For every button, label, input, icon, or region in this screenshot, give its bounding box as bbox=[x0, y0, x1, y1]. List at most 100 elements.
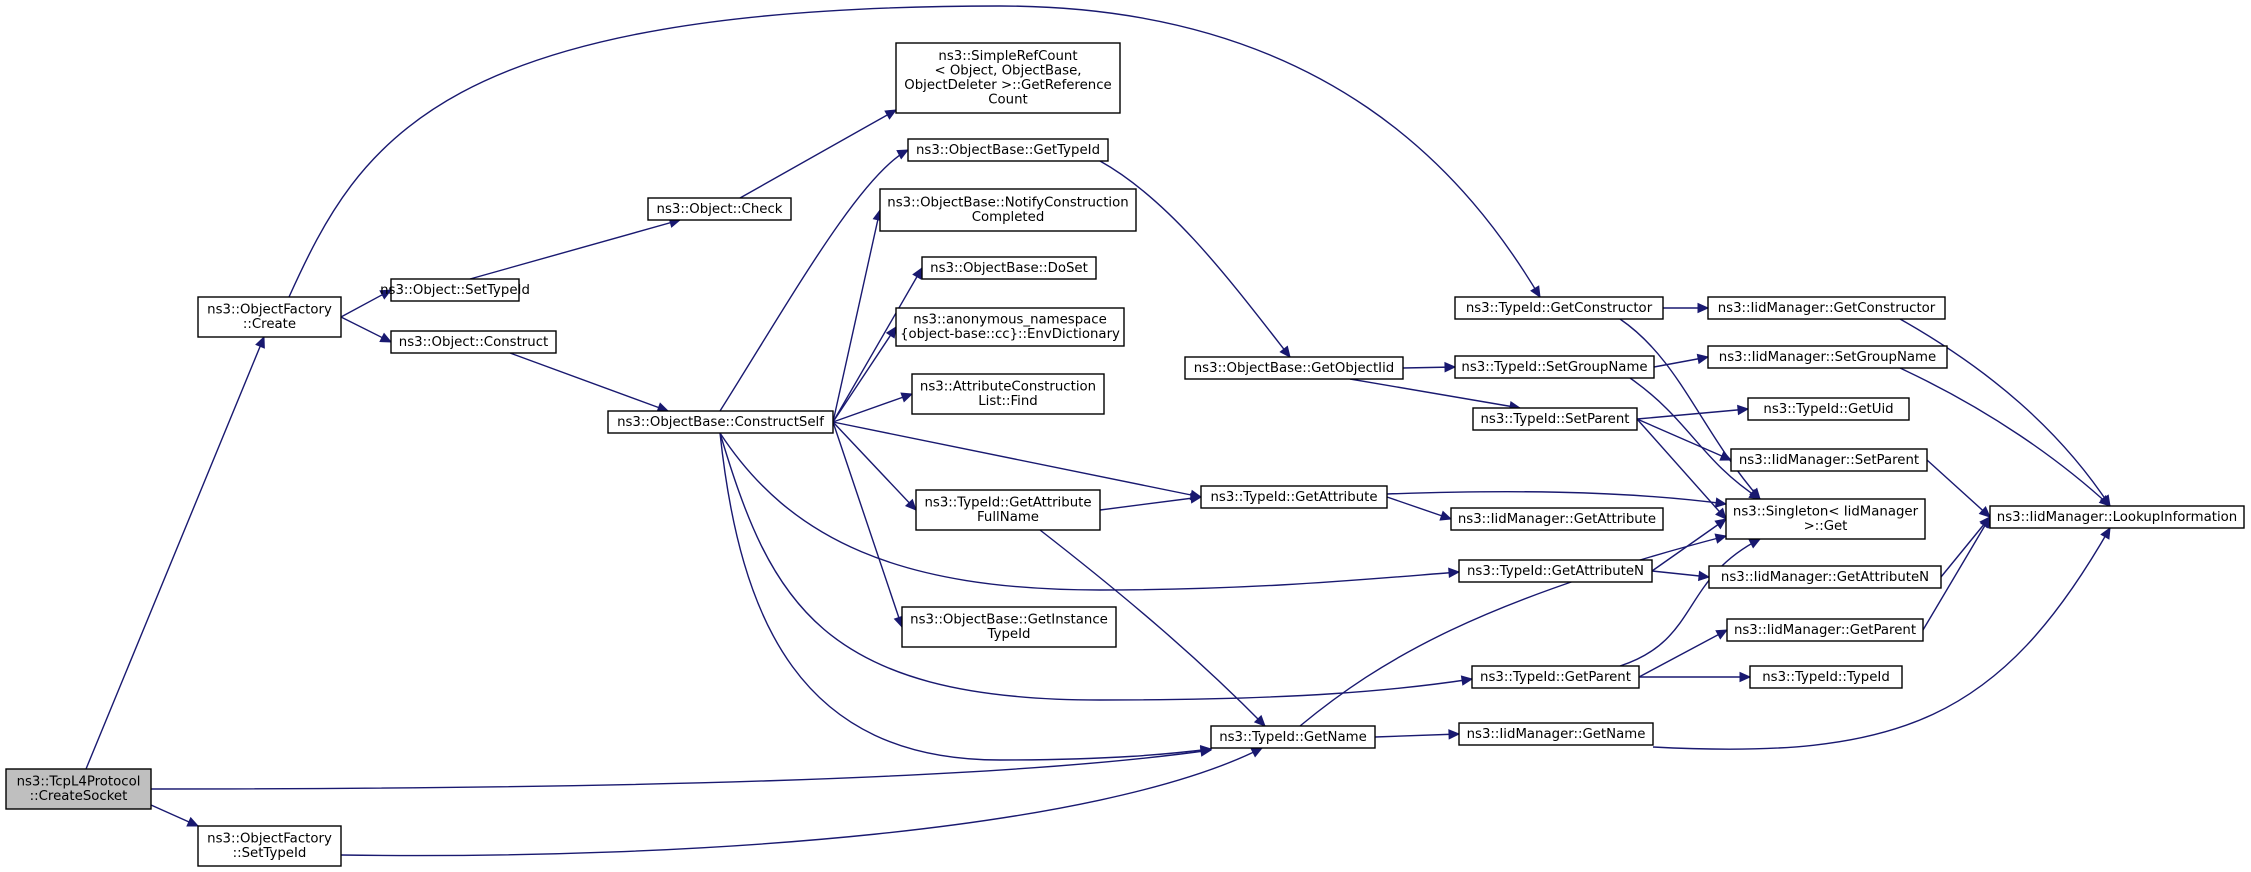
edge-arrowhead bbox=[1448, 729, 1461, 740]
graph-node-tid-getuid[interactable]: ns3::TypeId::GetUid bbox=[1747, 397, 1910, 421]
node-label-line: Completed bbox=[972, 210, 1045, 225]
node-label-line: ns3::Object::Construct bbox=[399, 335, 548, 350]
graph-node-object-settypeid[interactable]: ns3::Object::SetTypeId bbox=[380, 278, 530, 302]
graph-node-tid-getname[interactable]: ns3::TypeId::GetName bbox=[1210, 725, 1376, 749]
edge-arrowhead bbox=[1739, 671, 1752, 683]
edge-arrowhead bbox=[1714, 518, 1727, 530]
node-box bbox=[197, 296, 342, 338]
graph-node-object-construct[interactable]: ns3::Object::Construct bbox=[390, 330, 557, 354]
node-label-line: ns3::TypeId::GetAttributeN bbox=[1467, 564, 1644, 579]
graph-node-tid-getattribute[interactable]: ns3::TypeId::GetAttribute bbox=[1200, 485, 1388, 509]
edge-arrowhead bbox=[1737, 404, 1750, 416]
node-box bbox=[915, 489, 1101, 531]
graph-node-tid-setgroupname[interactable]: ns3::TypeId::SetGroupName bbox=[1454, 355, 1655, 379]
node-box bbox=[1725, 498, 1926, 540]
graph-node-tid-getattributen[interactable]: ns3::TypeId::GetAttributeN bbox=[1458, 559, 1653, 583]
graph-node-factory-settypeid[interactable]: ns3::ObjectFactory::SetTypeId bbox=[197, 825, 342, 867]
call-edge bbox=[1099, 496, 1202, 511]
node-box bbox=[1471, 665, 1640, 689]
graph-node-iid-setgroupname[interactable]: ns3::IidManager::SetGroupName bbox=[1707, 345, 1948, 369]
edge-arrowhead bbox=[896, 149, 910, 160]
call-edge bbox=[1922, 516, 1991, 631]
edge-arrowhead bbox=[1697, 302, 1710, 314]
edge-arrowhead bbox=[1696, 353, 1710, 365]
node-label-line: ns3::ObjectBase::DoSet bbox=[930, 261, 1088, 276]
node-box bbox=[1472, 407, 1638, 431]
node-box bbox=[879, 188, 1137, 232]
call-edge bbox=[1619, 538, 1761, 667]
call-edge bbox=[832, 326, 897, 423]
call-edge bbox=[1636, 418, 1732, 461]
graph-node-create-socket[interactable]: ns3::TcpL4Protocol::CreateSocket bbox=[5, 768, 152, 810]
graph-node-iid-getattributen[interactable]: ns3::IidManager::GetAttributeN bbox=[1708, 565, 1942, 589]
node-label-line: List::Find bbox=[978, 394, 1037, 409]
node-label-line: ns3::TypeId::GetAttribute bbox=[924, 496, 1091, 511]
call-edge bbox=[832, 421, 903, 628]
node-label-line: ns3::TypeId::GetName bbox=[1219, 730, 1367, 745]
graph-node-ob-doset[interactable]: ns3::ObjectBase::DoSet bbox=[921, 256, 1097, 280]
graph-node-ob-notify[interactable]: ns3::ObjectBase::NotifyConstructionCompl… bbox=[879, 188, 1137, 232]
graph-node-iid-lookup[interactable]: ns3::IidManager::LookupInformation bbox=[1989, 505, 2245, 529]
node-label-line: ::CreateSocket bbox=[30, 789, 128, 804]
node-box bbox=[1707, 296, 1946, 320]
node-label-line: ns3::IidManager::SetParent bbox=[1739, 453, 1919, 468]
graph-node-ob-constructself[interactable]: ns3::ObjectBase::ConstructSelf bbox=[607, 410, 834, 434]
call-edge bbox=[719, 432, 1473, 701]
call-edge bbox=[1652, 527, 2111, 750]
graph-node-object-check[interactable]: ns3::Object::Check bbox=[647, 197, 792, 221]
node-box bbox=[607, 410, 834, 434]
graph-node-tid-getconstructor[interactable]: ns3::TypeId::GetConstructor bbox=[1454, 296, 1664, 320]
graph-node-tid-getparent[interactable]: ns3::TypeId::GetParent bbox=[1471, 665, 1640, 689]
graph-node-tid-typeid[interactable]: ns3::TypeId::TypeId bbox=[1749, 665, 1903, 689]
graph-node-envdict[interactable]: ns3::anonymous_namespace{object-base::cc… bbox=[895, 307, 1125, 347]
graph-node-factory-create[interactable]: ns3::ObjectFactory::Create bbox=[197, 296, 342, 338]
edges-layer bbox=[85, 5, 2111, 857]
node-label-line: ns3::SimpleRefCount bbox=[938, 49, 1077, 64]
call-edge bbox=[1899, 318, 2111, 507]
graph-node-iid-getname[interactable]: ns3::IidManager::GetName bbox=[1458, 722, 1654, 746]
graph-node-iid-getattribute[interactable]: ns3::IidManager::GetAttribute bbox=[1450, 507, 1664, 531]
graph-node-ob-gettypeid[interactable]: ns3::ObjectBase::GetTypeId bbox=[907, 138, 1109, 162]
graph-node-singleton-get[interactable]: ns3::Singleton< IidManager>::Get bbox=[1725, 498, 1926, 540]
node-box bbox=[901, 606, 1117, 648]
node-label-line: ns3::AttributeConstruction bbox=[920, 380, 1096, 395]
node-box bbox=[1707, 345, 1948, 369]
node-label-line: ns3::ObjectBase::ConstructSelf bbox=[617, 415, 824, 430]
call-edge bbox=[739, 109, 897, 199]
edge-arrowhead bbox=[1714, 533, 1728, 544]
node-box bbox=[647, 197, 792, 221]
node-box bbox=[1454, 355, 1655, 379]
edge-arrowhead bbox=[884, 109, 898, 120]
node-label-line: FullName bbox=[977, 510, 1039, 525]
graph-node-iid-getparent[interactable]: ns3::IidManager::GetParent bbox=[1726, 618, 1924, 642]
graph-node-iid-setparent[interactable]: ns3::IidManager::SetParent bbox=[1730, 448, 1928, 472]
node-label-line: ns3::IidManager::GetName bbox=[1467, 727, 1646, 742]
graph-node-tid-setparent[interactable]: ns3::TypeId::SetParent bbox=[1472, 407, 1638, 431]
call-edge bbox=[832, 209, 881, 423]
node-label-line: >::Get bbox=[1804, 519, 1848, 534]
call-edge bbox=[85, 336, 265, 770]
node-label-line: ns3::ObjectFactory bbox=[207, 303, 332, 318]
node-box bbox=[390, 278, 520, 302]
node-label-line: ns3::TypeId::SetGroupName bbox=[1461, 360, 1647, 375]
node-label-line: ns3::IidManager::SetGroupName bbox=[1719, 350, 1936, 365]
edge-arrowhead bbox=[1978, 506, 1991, 518]
node-label-line: ns3::TypeId::GetAttribute bbox=[1210, 490, 1377, 505]
edge-arrowhead bbox=[2098, 495, 2111, 507]
call-edge bbox=[832, 393, 913, 423]
node-box bbox=[911, 373, 1105, 415]
node-box bbox=[1200, 485, 1388, 509]
call-edge bbox=[1638, 629, 1728, 678]
graph-node-iid-getconstructor[interactable]: ns3::IidManager::GetConstructor bbox=[1707, 296, 1946, 320]
graph-node-simplerefcount[interactable]: ns3::SimpleRefCount< Object, ObjectBase,… bbox=[895, 42, 1121, 114]
call-edge bbox=[150, 749, 1212, 790]
edge-arrowhead bbox=[1444, 361, 1457, 373]
node-box bbox=[1730, 448, 1928, 472]
node-label-line: ns3::Singleton< IidManager bbox=[1733, 505, 1919, 520]
node-label-line: ns3::TcpL4Protocol bbox=[17, 775, 141, 790]
graph-node-ob-getobjectiid[interactable]: ns3::ObjectBase::GetObjectIid bbox=[1184, 356, 1404, 380]
